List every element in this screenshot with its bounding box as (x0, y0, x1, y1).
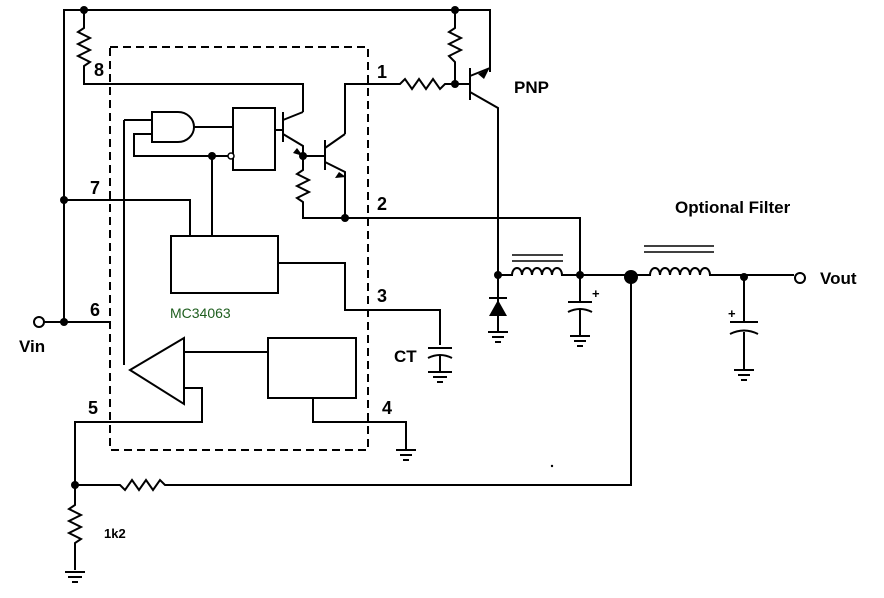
filter-inductor (640, 245, 794, 276)
and-gate (151, 111, 195, 143)
pin-1-label: 1 (377, 62, 387, 82)
chip-name: MC34063 (170, 305, 231, 321)
emitter-resistor (294, 156, 581, 275)
filter-cap-plus: + (728, 306, 736, 321)
comparator (128, 336, 185, 406)
timing-capacitor (427, 347, 453, 383)
ct-label: CT (394, 347, 417, 366)
pin-6-label: 6 (90, 300, 100, 320)
oscillator-block (170, 235, 279, 294)
driver-transistor-1 (282, 111, 304, 156)
pin-7-label: 7 (90, 178, 100, 198)
pin-4-label: 4 (382, 398, 392, 418)
pnp-label: PNP (514, 78, 549, 97)
driver-transistor-2 (303, 133, 346, 218)
resistor-1k2 (65, 485, 85, 583)
pin8-resistor (75, 6, 304, 112)
vin-rail (44, 9, 491, 326)
output-cap-plus: + (592, 286, 600, 301)
pin-3-label: 3 (377, 286, 387, 306)
optional-filter-label: Optional Filter (675, 198, 791, 217)
feedback-resistor (71, 277, 632, 492)
vout-terminal (794, 272, 806, 284)
ic-outline (109, 46, 369, 451)
vin-label: Vin (19, 337, 45, 356)
flip-flop (232, 107, 276, 171)
main-inductor (498, 254, 580, 276)
pnp-transistor (469, 67, 499, 275)
reference-block (267, 337, 357, 399)
vin-terminal (33, 316, 45, 328)
pin1-base-resistor (344, 77, 470, 134)
sense-resistor (446, 6, 464, 88)
logic-wiring (123, 119, 283, 365)
pin-2-label: 2 (377, 194, 387, 214)
pin4-ground (396, 449, 416, 461)
catch-diode (488, 271, 508, 343)
pin-5-label: 5 (88, 398, 98, 418)
resistor-1k2-label: 1k2 (104, 526, 126, 541)
filter-capacitor (729, 273, 759, 381)
output-capacitor (567, 271, 593, 347)
vout-label: Vout (820, 269, 857, 288)
pin-8-label: 8 (94, 60, 104, 80)
